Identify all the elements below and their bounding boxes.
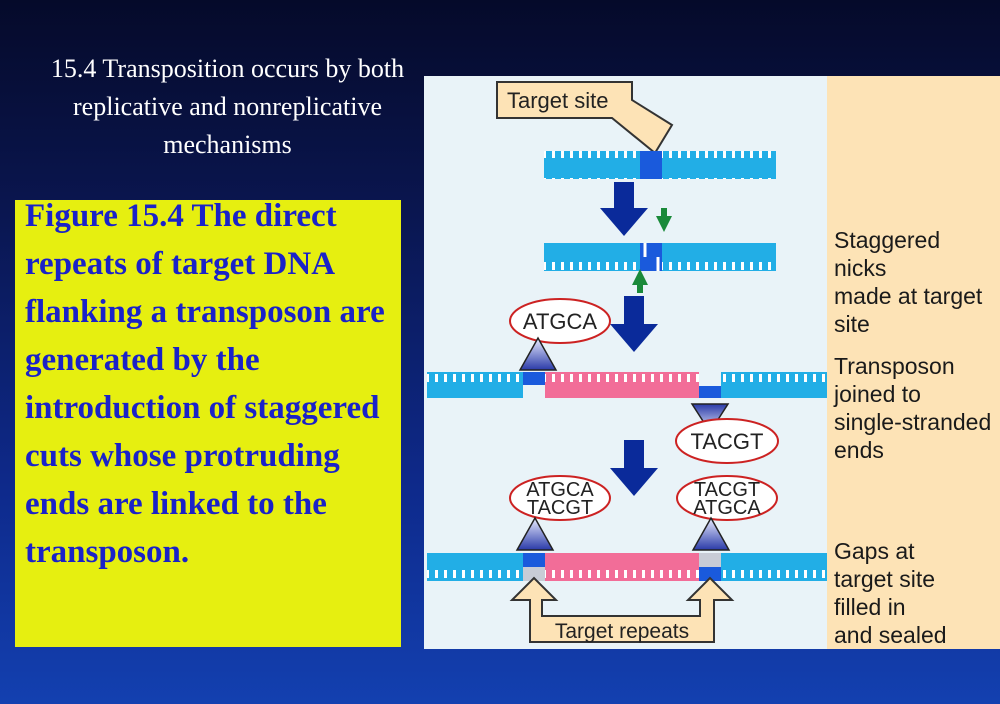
step-legend-panel <box>827 76 1000 649</box>
dna-row-nicked <box>544 243 776 271</box>
dna-row-transposon-joined <box>427 372 827 398</box>
fill-triangle-right <box>691 516 731 551</box>
slide-title: 15.4 Transposition occurs by both replic… <box>50 54 405 159</box>
repeat-ellipse-left <box>509 475 611 521</box>
step-label-staggered-nicks: Staggered nicks made at target site <box>834 227 983 337</box>
repeat-ellipse-right <box>676 475 778 521</box>
sequence-atgca-2: ATGCA <box>526 479 594 501</box>
step-label-transposon-joined: Transposon joined to single-stranded end… <box>834 353 992 463</box>
target-site-callout: Target site <box>496 81 674 155</box>
target-repeats-label: Target repeats <box>555 620 689 643</box>
down-arrow-1 <box>600 208 648 236</box>
target-site-label: Target site <box>507 88 609 113</box>
target-repeats-callout: Target repeats <box>509 576 735 643</box>
step-label-gaps-filled: Gaps at target site filled in and sealed <box>834 538 947 648</box>
nick-arrow-top <box>656 216 672 232</box>
caption-box: Figure 15.4 The direct repeats of target… <box>15 198 401 647</box>
insertion-triangle-1 <box>518 336 558 371</box>
figure-caption: Figure 15.4 The direct repeats of target… <box>25 198 385 570</box>
insertion-triangle-2 <box>690 403 730 434</box>
down-arrow-2 <box>610 324 658 352</box>
sequence-tacgt-2: TACGT <box>527 497 593 519</box>
down-arrow-3 <box>610 468 658 496</box>
fill-triangle-left <box>515 516 555 551</box>
sequence-tacgt-3: TACGT <box>694 479 760 501</box>
sequence-atgca-1: ATGCA <box>523 309 597 334</box>
sequence-atgca-3: ATGCA <box>693 497 761 519</box>
sequence-tacgt-1: TACGT <box>691 429 764 454</box>
dna-row-intact <box>544 151 776 179</box>
nick-arrow-bottom <box>632 269 648 285</box>
dna-row-sealed <box>427 553 827 581</box>
sequence-ellipse-right <box>675 418 779 464</box>
sequence-ellipse-left <box>509 298 611 344</box>
